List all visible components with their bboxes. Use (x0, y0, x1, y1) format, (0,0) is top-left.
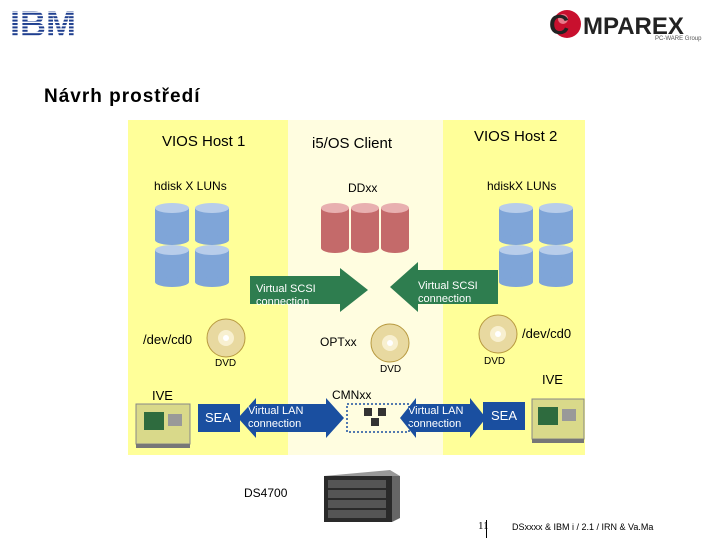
vscsi-right-text: Virtual SCSI connection (418, 280, 478, 305)
disk-icon (539, 245, 573, 287)
vios2-ive-label: IVE (542, 372, 563, 387)
footer-text: DSxxxx & IBM i / 2.1 / IRN & Va.Ma (512, 522, 654, 532)
vscsi-right-label: Virtual SCSI connection (418, 280, 498, 306)
disk-icon (499, 203, 533, 245)
client-opt-label: OPTxx (320, 335, 357, 349)
vlan-left-arrow (238, 398, 344, 438)
comparex-subtitle: PC-WARE Group (655, 36, 702, 42)
ibm-logo: IBM (10, 3, 88, 44)
vios2-ive-card-icon (531, 398, 585, 443)
disk-icon (195, 245, 229, 287)
vlan-right-text: Virtual LAN connection (408, 405, 464, 430)
vios1-disk-group (155, 203, 229, 287)
vios2-dvd-label: DVD (484, 356, 506, 367)
disk-icon (351, 203, 379, 253)
svg-text:C: C (549, 9, 569, 40)
disk-icon (499, 245, 533, 287)
page-number: 11 (478, 520, 489, 532)
disk-icon (321, 203, 349, 253)
vlan-left-label: Virtual LAN connection (248, 405, 318, 431)
vios1-ive-card-icon (135, 403, 191, 448)
comparex-logo: C MPAREX PC-WARE Group (545, 4, 715, 48)
svg-text:MPAREX: MPAREX (583, 13, 684, 40)
vios1-luns-label: hdisk X LUNs (154, 179, 227, 193)
vios2-cd-label: /dev/cd0 (522, 326, 572, 341)
disk-icon (155, 203, 189, 245)
footer-divider (486, 520, 487, 538)
disk-icon (539, 203, 573, 245)
vlan-right-arrow (400, 398, 486, 438)
vios1-dvd-label: DVD (215, 358, 237, 369)
vios2-sea-label: SEA (491, 408, 518, 423)
disk-icon (195, 203, 229, 245)
vios1-sea-label: SEA (205, 410, 232, 425)
vios1-ive-label: IVE (152, 388, 173, 403)
vscsi-right-arrow (390, 262, 498, 312)
vios1-sea-box (198, 404, 240, 432)
client-title: i5/OS Client (312, 135, 393, 152)
vios2-disk-group (499, 203, 573, 287)
vios2-cd-icon (478, 314, 518, 354)
client-cd-icon (370, 323, 410, 363)
vios2-title: VIOS Host 2 (474, 128, 558, 145)
client-cmn-label: CMNxx (332, 388, 372, 402)
vlan-right-label: Virtual LAN connection (408, 405, 478, 431)
vscsi-left-text: Virtual SCSI connection (256, 283, 316, 308)
ibm-logo-text: IBM (10, 6, 76, 40)
ds4700-storage-icon (324, 470, 400, 522)
client-disk-group (321, 203, 409, 253)
vios1-cd-icon (206, 318, 246, 358)
vios1-cd-label: /dev/cd0 (143, 332, 193, 347)
disk-icon (381, 203, 409, 253)
vscsi-left-arrow (250, 268, 368, 312)
disk-icon (155, 245, 189, 287)
client-disks-label: DDxx (348, 181, 378, 195)
vios2-sea-box (483, 402, 525, 430)
vscsi-left-label: Virtual SCSI connection (256, 283, 346, 309)
vios1-title: VIOS Host 1 (162, 133, 246, 150)
cmn-network-icon (346, 403, 410, 433)
client-dvd-label: DVD (380, 364, 402, 375)
storage-label: DS4700 (244, 486, 288, 500)
page-title: Návrh prostředí (44, 86, 201, 107)
vios2-luns-label: hdiskX LUNs (487, 179, 557, 193)
vlan-left-text: Virtual LAN connection (248, 405, 304, 430)
